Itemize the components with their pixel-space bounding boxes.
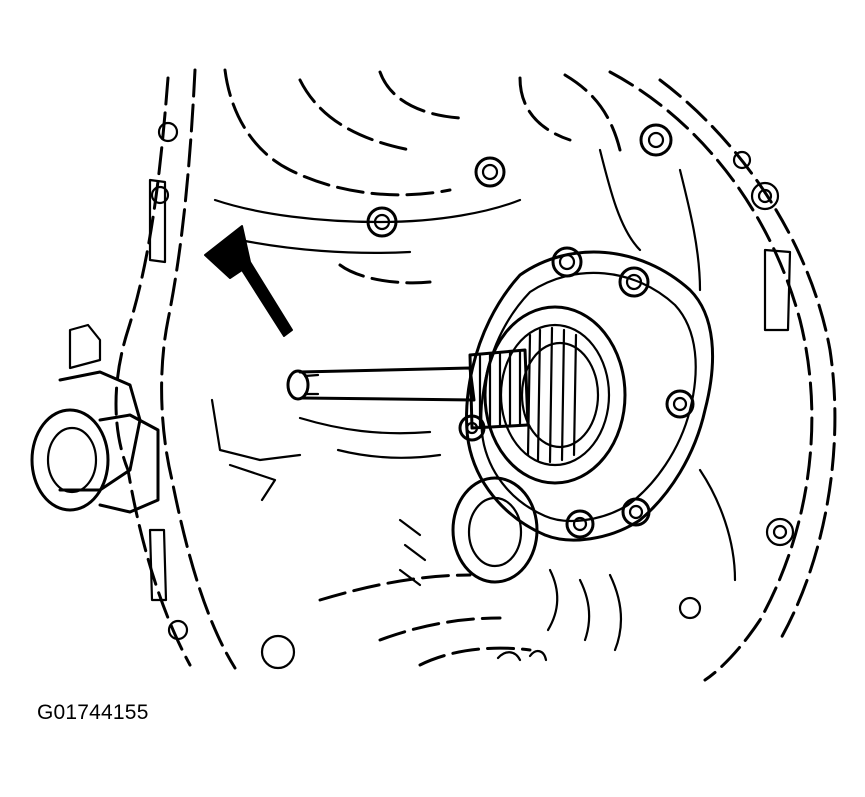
case-flange-right: [608, 70, 837, 682]
side-plug: [30, 323, 160, 514]
bearing-retainer: [465, 250, 714, 542]
pointer-arrow: [204, 225, 293, 337]
upper-casting-details: [213, 68, 702, 292]
lower-casting-details: [210, 398, 737, 670]
input-shaft: [286, 348, 530, 430]
transaxle-line-drawing: [30, 68, 837, 682]
figure-code: G01744155: [37, 701, 149, 724]
case-flange-left: [114, 68, 237, 670]
case-bolts: [366, 123, 695, 539]
